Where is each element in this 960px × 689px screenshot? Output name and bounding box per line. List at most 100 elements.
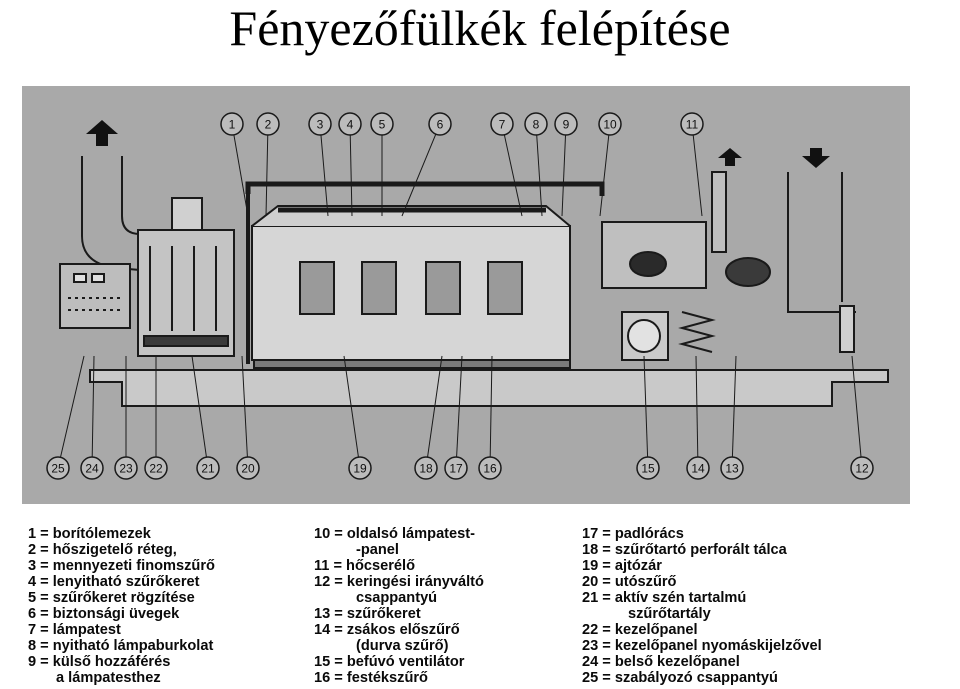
callout-number: 16 <box>483 462 497 476</box>
callout-number: 2 <box>265 118 272 132</box>
callout-leader-line <box>91 355 95 469</box>
floor-grating <box>253 359 571 369</box>
callout-circle <box>524 112 548 136</box>
callout-circle <box>236 456 260 480</box>
callout-leader-line <box>731 355 737 469</box>
legend-item: 10 = oldalsó lámpatest- <box>314 526 475 542</box>
safety-glass-window <box>487 261 523 315</box>
legend-item: 17 = padlórács <box>582 526 684 542</box>
callout-leader-line <box>643 355 649 469</box>
callout-circle <box>80 456 104 480</box>
burner-flame <box>629 251 667 277</box>
callout-circle <box>370 112 394 136</box>
carbon-filter <box>143 335 229 347</box>
callout-circle <box>46 456 70 480</box>
callout-circle <box>308 112 332 136</box>
legend-item: 2 = hőszigetelő réteg, <box>28 542 177 558</box>
callout-leader-line <box>349 123 353 217</box>
callout-leader-line <box>561 123 567 217</box>
callout-circle <box>478 456 502 480</box>
bag-prefilter <box>678 311 716 353</box>
legend: 1 = borítólemezek 2 = hőszigetelő réteg,… <box>20 518 960 689</box>
callout-circle <box>686 456 710 480</box>
callout-number: 9 <box>563 118 570 132</box>
safety-glass-window <box>361 261 397 315</box>
callout-leader-line <box>455 355 463 469</box>
callout-circle <box>636 456 660 480</box>
legend-item: 7 = lámpatest <box>28 622 121 638</box>
arrow-up-shaft <box>725 158 735 166</box>
callout-circle <box>348 456 372 480</box>
callout-circle <box>414 456 438 480</box>
callout-number: 13 <box>725 462 739 476</box>
callout-number: 5 <box>379 118 386 132</box>
legend-item: 19 = ajtózár <box>582 558 662 574</box>
callout-number: 10 <box>603 118 617 132</box>
legend-item: 24 = belső kezelőpanel <box>582 654 740 670</box>
callout-leader-line <box>265 123 269 217</box>
callout-circle <box>144 456 168 480</box>
callout-circle <box>256 112 280 136</box>
callout-circle <box>680 112 704 136</box>
arrow-up-icon <box>86 120 118 134</box>
callout-number: 12 <box>855 462 869 476</box>
legend-item: 5 = szűrőkeret rögzítése <box>28 590 195 606</box>
callout-circle <box>444 456 468 480</box>
legend-item: (durva szűrő) <box>356 638 449 654</box>
callout-circle <box>720 456 744 480</box>
callout-leader-line <box>695 355 699 469</box>
callout-number: 17 <box>449 462 463 476</box>
callout-leader-line <box>241 355 249 469</box>
legend-item: 4 = lenyitható szűrőkeret <box>28 574 200 590</box>
arrow-up-icon <box>718 148 742 158</box>
callout-number: 8 <box>533 118 540 132</box>
callout-circle <box>850 456 874 480</box>
legend-item: 25 = szabályozó csappantyú <box>582 670 778 686</box>
callout-number: 25 <box>51 462 65 476</box>
callout-leader-line <box>191 355 209 469</box>
callout-circle <box>428 112 452 136</box>
legend-item: 20 = utószűrő <box>582 574 677 590</box>
legend-item: 23 = kezelőpanel nyomáskijelzővel <box>582 638 822 654</box>
diverter-damper <box>839 305 855 353</box>
callout-leader-line <box>599 123 611 217</box>
callout-leader-line <box>401 123 441 217</box>
callout-circle <box>338 112 362 136</box>
legend-item: 9 = külső hozzáférés <box>28 654 171 670</box>
legend-item: 3 = mennyezeti finomszűrő <box>28 558 215 574</box>
legend-item: 13 = szűrőkeret <box>314 606 421 622</box>
callout-number: 6 <box>437 118 444 132</box>
insulation-roof <box>245 181 605 196</box>
callout-leader-line <box>319 123 329 217</box>
safety-glass-window <box>299 261 335 315</box>
legend-item: 15 = befúvó ventilátor <box>314 654 465 670</box>
intake-duct <box>787 172 856 313</box>
callout-leader-line <box>489 355 493 469</box>
callout-number: 18 <box>419 462 433 476</box>
callout-number: 4 <box>347 118 354 132</box>
callout-number: 23 <box>119 462 133 476</box>
callout-circle <box>598 112 622 136</box>
callout-number: 20 <box>241 462 255 476</box>
callout-number: 22 <box>149 462 163 476</box>
callout-circle <box>554 112 578 136</box>
callout-circle <box>220 112 244 136</box>
exhaust-duct-right-wall <box>121 156 141 235</box>
callout-leader-line <box>501 123 523 217</box>
callout-leader-line <box>535 123 543 217</box>
legend-item: 22 = kezelőpanel <box>582 622 698 638</box>
callout-number: 1 <box>229 118 236 132</box>
legend-item: szűrőtartály <box>628 606 711 622</box>
arrow-up-shaft <box>96 134 108 146</box>
arrow-down-icon <box>802 156 830 168</box>
legend-item: 18 = szűrőtartó perforált tálca <box>582 542 787 558</box>
callout-number: 3 <box>317 118 324 132</box>
floor-pit <box>89 369 889 407</box>
legend-item: -panel <box>356 542 399 558</box>
legend-item: 21 = aktív szén tartalmú <box>582 590 747 606</box>
callout-number: 15 <box>641 462 655 476</box>
legend-item: 11 = hőcserélő <box>314 558 416 574</box>
callout-number: 7 <box>499 118 506 132</box>
